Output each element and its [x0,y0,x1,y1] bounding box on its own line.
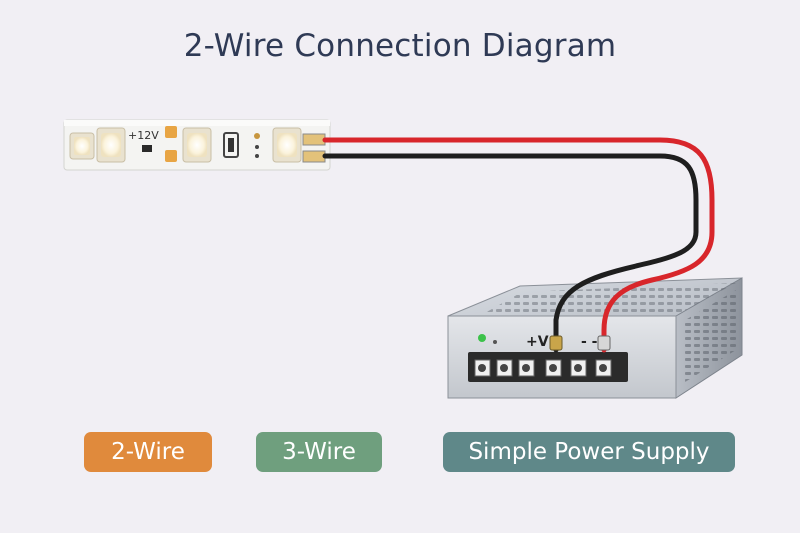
solder-pad [165,126,177,138]
power-indicator-led [478,334,486,342]
strip-contact [302,150,326,163]
power-supply: +V - - [447,277,743,399]
three-wire-button[interactable]: 3-Wire [256,432,382,472]
positive-wire [322,137,715,353]
voltage-label: +12V [128,129,159,142]
two-wire-button[interactable]: 2-Wire [84,432,212,472]
led-chip [69,132,95,160]
resistor [142,145,152,152]
wire-ferrule [597,335,611,351]
solder-pad [165,150,177,162]
led-chip [182,127,212,163]
wires [322,137,715,353]
terminal-screws [474,359,612,377]
led-chip [272,127,302,163]
terminal-plus-label: +V [526,334,549,350]
simple-power-supply-button[interactable]: Simple Power Supply [443,432,735,472]
wire-ferrule [549,335,563,351]
terminal-minus-label: - - [581,334,598,350]
page-title: 2-Wire Connection Diagram [183,28,617,64]
led-chip [96,127,126,163]
negative-wire [322,153,699,353]
led-strip: +12V [63,119,331,171]
strip-contact [302,133,326,146]
